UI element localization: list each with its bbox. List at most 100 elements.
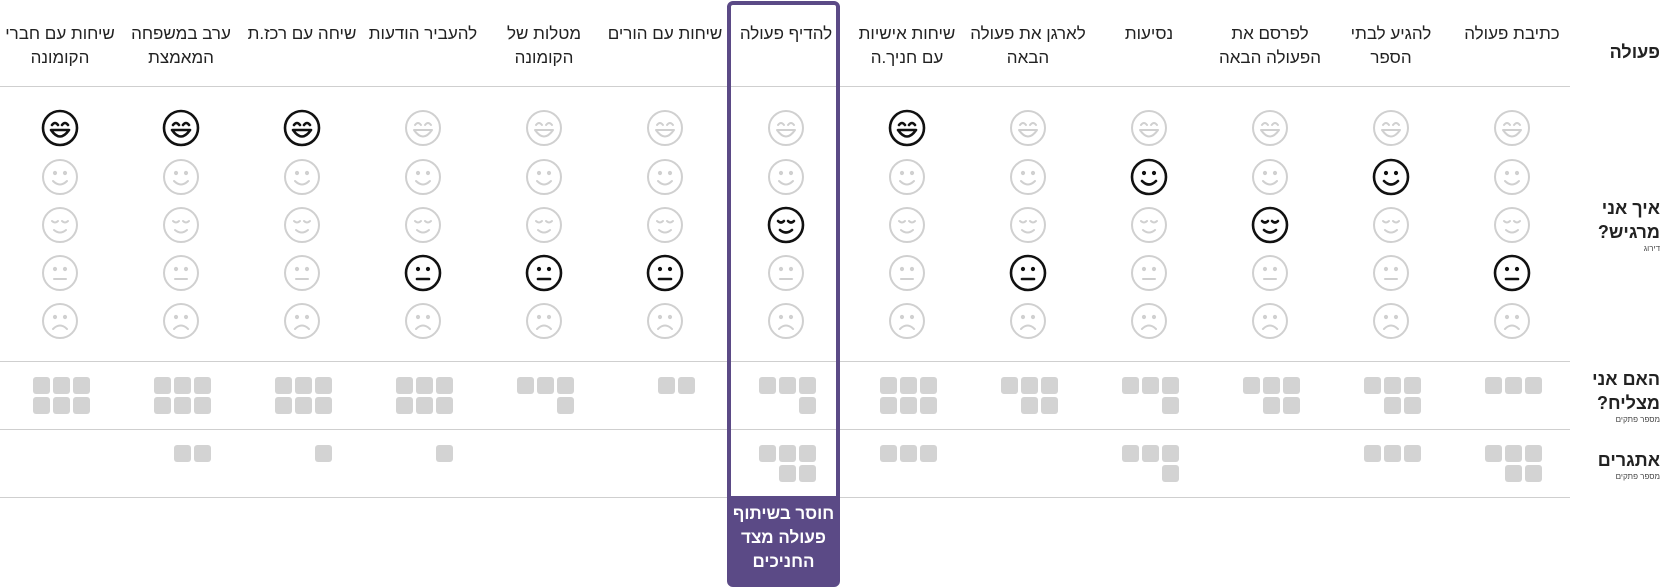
challenge-note[interactable] xyxy=(1505,465,1522,482)
success-note[interactable] xyxy=(295,397,312,414)
success-note[interactable] xyxy=(154,377,171,394)
challenge-note[interactable] xyxy=(900,445,917,462)
sad-face-icon[interactable] xyxy=(646,302,684,340)
happy-face-icon[interactable] xyxy=(404,158,442,196)
content-face-icon-selected[interactable] xyxy=(1251,206,1289,244)
sad-face-icon[interactable] xyxy=(404,302,442,340)
success-note[interactable] xyxy=(154,397,171,414)
challenge-note[interactable] xyxy=(1384,445,1401,462)
success-note[interactable] xyxy=(33,397,50,414)
neutral-face-icon[interactable] xyxy=(283,254,321,292)
success-note[interactable] xyxy=(275,377,292,394)
very-happy-face-icon-selected[interactable] xyxy=(283,109,321,147)
success-note[interactable] xyxy=(1122,377,1139,394)
challenge-note[interactable] xyxy=(759,445,776,462)
success-note[interactable] xyxy=(194,397,211,414)
happy-face-icon-selected[interactable] xyxy=(1130,158,1168,196)
success-note[interactable] xyxy=(33,377,50,394)
neutral-face-icon[interactable] xyxy=(1372,254,1410,292)
success-note[interactable] xyxy=(436,377,453,394)
challenge-note[interactable] xyxy=(436,445,453,462)
content-face-icon[interactable] xyxy=(404,206,442,244)
success-note[interactable] xyxy=(799,397,816,414)
sad-face-icon[interactable] xyxy=(767,302,805,340)
success-note[interactable] xyxy=(1263,377,1280,394)
sad-face-icon[interactable] xyxy=(1372,302,1410,340)
success-note[interactable] xyxy=(73,377,90,394)
content-face-icon[interactable] xyxy=(162,206,200,244)
success-note[interactable] xyxy=(315,377,332,394)
success-note[interactable] xyxy=(1162,397,1179,414)
success-note[interactable] xyxy=(880,377,897,394)
success-note[interactable] xyxy=(920,377,937,394)
success-note[interactable] xyxy=(900,377,917,394)
neutral-face-icon[interactable] xyxy=(41,254,79,292)
sad-face-icon[interactable] xyxy=(283,302,321,340)
success-note[interactable] xyxy=(1001,377,1018,394)
sad-face-icon[interactable] xyxy=(1493,302,1531,340)
content-face-icon[interactable] xyxy=(1009,206,1047,244)
happy-face-icon[interactable] xyxy=(283,158,321,196)
neutral-face-icon[interactable] xyxy=(162,254,200,292)
sad-face-icon[interactable] xyxy=(1009,302,1047,340)
very-happy-face-icon[interactable] xyxy=(525,109,563,147)
challenge-note[interactable] xyxy=(799,465,816,482)
very-happy-face-icon[interactable] xyxy=(1493,109,1531,147)
success-note[interactable] xyxy=(678,377,695,394)
very-happy-face-icon[interactable] xyxy=(404,109,442,147)
neutral-face-icon[interactable] xyxy=(1130,254,1168,292)
neutral-face-icon-selected[interactable] xyxy=(1493,254,1531,292)
success-note[interactable] xyxy=(1142,377,1159,394)
success-note[interactable] xyxy=(537,377,554,394)
success-note[interactable] xyxy=(1243,377,1260,394)
challenge-note[interactable] xyxy=(1525,445,1542,462)
very-happy-face-icon[interactable] xyxy=(1009,109,1047,147)
success-note[interactable] xyxy=(416,397,433,414)
success-note[interactable] xyxy=(315,397,332,414)
success-note[interactable] xyxy=(1162,377,1179,394)
challenge-note[interactable] xyxy=(194,445,211,462)
success-note[interactable] xyxy=(658,377,675,394)
success-note[interactable] xyxy=(275,397,292,414)
success-note[interactable] xyxy=(1021,397,1038,414)
happy-face-icon[interactable] xyxy=(1493,158,1531,196)
success-note[interactable] xyxy=(174,377,191,394)
challenge-note[interactable] xyxy=(779,465,796,482)
neutral-face-icon-selected[interactable] xyxy=(404,254,442,292)
sad-face-icon[interactable] xyxy=(1251,302,1289,340)
very-happy-face-icon-selected[interactable] xyxy=(888,109,926,147)
challenge-note[interactable] xyxy=(1525,465,1542,482)
neutral-face-icon[interactable] xyxy=(1251,254,1289,292)
success-note[interactable] xyxy=(759,377,776,394)
success-note[interactable] xyxy=(73,397,90,414)
success-note[interactable] xyxy=(1404,397,1421,414)
challenge-note[interactable] xyxy=(779,445,796,462)
sad-face-icon[interactable] xyxy=(1130,302,1168,340)
happy-face-icon[interactable] xyxy=(767,158,805,196)
happy-face-icon[interactable] xyxy=(162,158,200,196)
neutral-face-icon[interactable] xyxy=(767,254,805,292)
happy-face-icon-selected[interactable] xyxy=(1372,158,1410,196)
happy-face-icon[interactable] xyxy=(888,158,926,196)
success-note[interactable] xyxy=(920,397,937,414)
very-happy-face-icon[interactable] xyxy=(1251,109,1289,147)
content-face-icon[interactable] xyxy=(1372,206,1410,244)
success-note[interactable] xyxy=(416,377,433,394)
success-note[interactable] xyxy=(557,377,574,394)
challenge-note[interactable] xyxy=(174,445,191,462)
content-face-icon[interactable] xyxy=(1130,206,1168,244)
success-note[interactable] xyxy=(517,377,534,394)
content-face-icon-selected[interactable] xyxy=(767,206,805,244)
happy-face-icon[interactable] xyxy=(525,158,563,196)
success-note[interactable] xyxy=(194,377,211,394)
success-note[interactable] xyxy=(900,397,917,414)
challenge-note[interactable] xyxy=(920,445,937,462)
challenge-note[interactable] xyxy=(1162,465,1179,482)
success-note[interactable] xyxy=(1041,397,1058,414)
success-note[interactable] xyxy=(557,397,574,414)
challenge-note[interactable] xyxy=(880,445,897,462)
challenge-note[interactable] xyxy=(1505,445,1522,462)
success-note[interactable] xyxy=(436,397,453,414)
success-note[interactable] xyxy=(799,377,816,394)
very-happy-face-icon-selected[interactable] xyxy=(162,109,200,147)
